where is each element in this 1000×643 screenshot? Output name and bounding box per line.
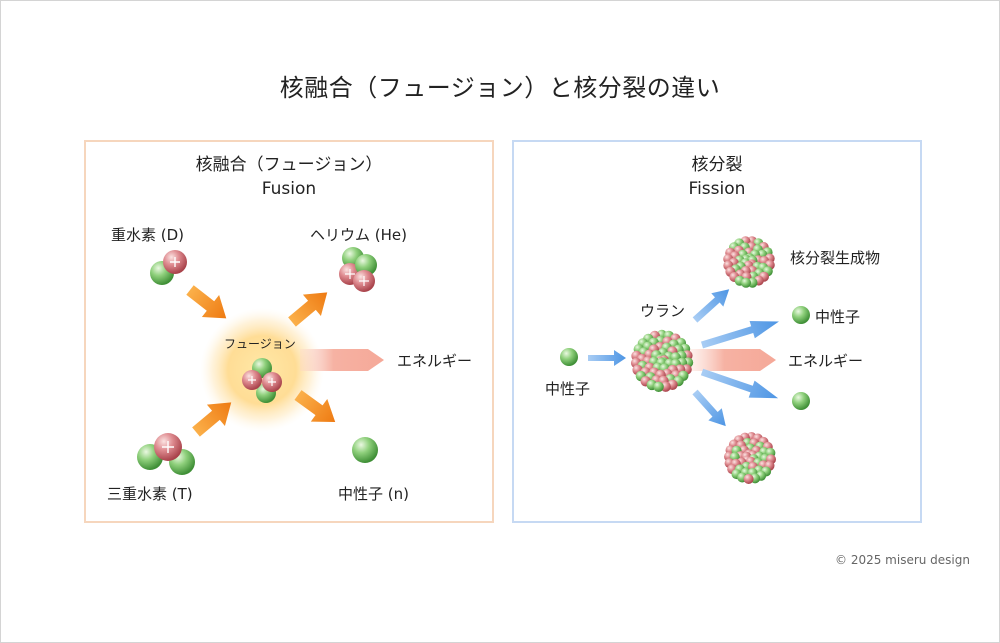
fusion-neutron-label: 中性子 (n): [338, 485, 409, 503]
fission-title-ja: 核分裂: [691, 155, 743, 175]
fission-arrow-neutron-in: [588, 350, 626, 366]
credit-text: © 2025 miseru design: [835, 553, 970, 567]
helium-icon: [339, 247, 377, 292]
fission-product-bottom-icon: [724, 432, 776, 484]
deuterium-icon: [150, 250, 187, 285]
fission-products-label: 核分裂生成物: [790, 249, 881, 267]
nucleon: [653, 381, 664, 392]
fission-energy-label: エネルギー: [788, 352, 864, 370]
fusion-energy-label: エネルギー: [397, 352, 473, 370]
fission-product-top-icon: [723, 236, 775, 288]
main-title: 核融合（フュージョン）と核分裂の違い: [279, 74, 721, 102]
fusion-title-en: Fusion: [261, 179, 317, 199]
fission-neutron-top-icon: [792, 306, 810, 324]
helium-label: ヘリウム (He): [310, 226, 407, 244]
fusion-process-label: フュージョン: [224, 337, 296, 351]
tritium-icon: [137, 433, 195, 475]
nucleon: [743, 474, 754, 484]
uranium-label: ウラン: [640, 302, 686, 320]
fission-energy-arrow: [690, 349, 776, 371]
fusion-energy-arrow: [300, 349, 384, 371]
fission-panel: 核分裂 Fission: [512, 140, 922, 523]
fused-nucleus-icon: [242, 358, 282, 403]
fission-title-en: Fission: [688, 179, 746, 199]
fusion-panel: 核融合（フュージョン） Fusion: [84, 140, 494, 523]
nucleon: [741, 277, 751, 288]
fission-incoming-neutron-icon: [560, 348, 578, 366]
fission-neutron-in-label: 中性子: [545, 380, 591, 398]
uranium-nucleus-icon: [630, 329, 694, 392]
deuterium-label: 重水素 (D): [111, 226, 185, 244]
tritium-label: 三重水素 (T): [107, 485, 193, 503]
fission-neutron-bottom-icon: [792, 392, 810, 410]
fission-neutron-out-label: 中性子: [815, 308, 861, 326]
fusion-title-ja: 核融合（フュージョン）: [195, 155, 383, 175]
fusion-neutron-icon: [352, 437, 378, 463]
